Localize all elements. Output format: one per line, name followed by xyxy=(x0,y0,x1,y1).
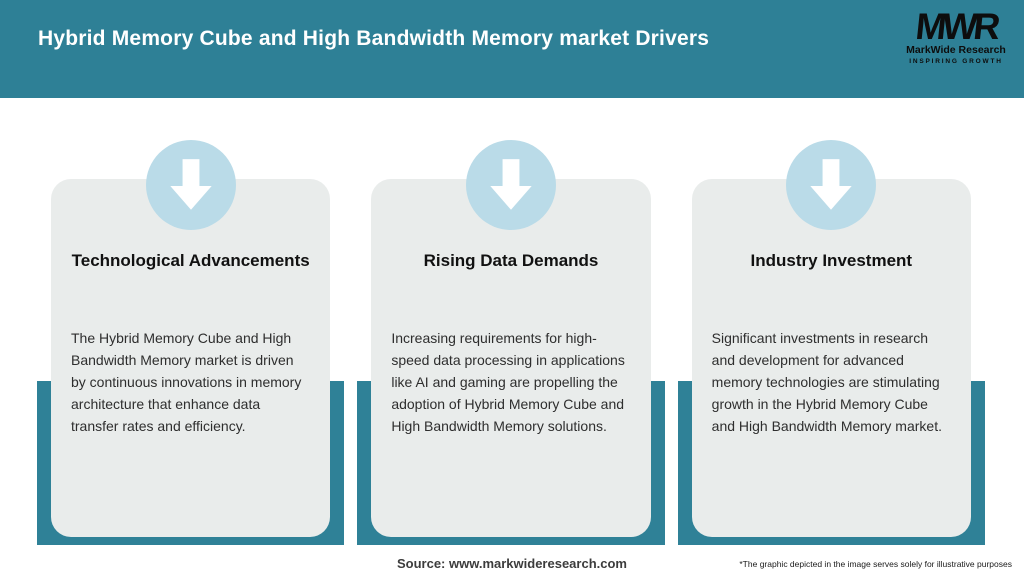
down-arrow-icon xyxy=(810,159,853,210)
driver-card-industry-investment: Industry Investment Significant investme… xyxy=(677,140,985,545)
down-arrow-icon xyxy=(169,159,212,210)
card-title: Industry Investment xyxy=(750,251,913,270)
disclaimer-text: *The graphic depicted in the image serve… xyxy=(739,559,1012,569)
logo-tagline: INSPIRING GROWTH xyxy=(909,58,1003,65)
driver-card: Technological Advancements The Hybrid Me… xyxy=(51,179,331,537)
icon-circle xyxy=(145,140,236,230)
logo-mark: MWR xyxy=(913,6,999,47)
brand-logo: MWR MarkWide Research INSPIRING GROWTH xyxy=(906,6,1006,65)
logo-name: MarkWide Research xyxy=(906,44,1006,56)
card-title: Rising Data Demands xyxy=(423,251,599,270)
icon-circle xyxy=(465,140,556,230)
source-text: Source: www.markwideresearch.com xyxy=(396,556,627,571)
drivers-row: Technological Advancements The Hybrid Me… xyxy=(37,140,985,545)
driver-card-rising-data-demands: Rising Data Demands Increasing requireme… xyxy=(357,140,665,545)
icon-circle xyxy=(786,140,877,230)
card-description: Increasing requirements for high-speed d… xyxy=(391,330,625,434)
down-arrow-icon xyxy=(490,159,532,210)
driver-card: Rising Data Demands Increasing requireme… xyxy=(371,179,651,537)
driver-card-technological-advancements: Technological Advancements The Hybrid Me… xyxy=(37,140,345,545)
card-description: The Hybrid Memory Cube and High Bandwidt… xyxy=(71,330,302,434)
header-bar: Hybrid Memory Cube and High Bandwidth Me… xyxy=(0,0,1024,98)
card-description: Significant investments in research and … xyxy=(711,330,942,434)
page-title: Hybrid Memory Cube and High Bandwidth Me… xyxy=(38,27,710,50)
driver-card: Industry Investment Significant investme… xyxy=(691,179,971,537)
card-title: Technological Advancements xyxy=(71,251,310,270)
